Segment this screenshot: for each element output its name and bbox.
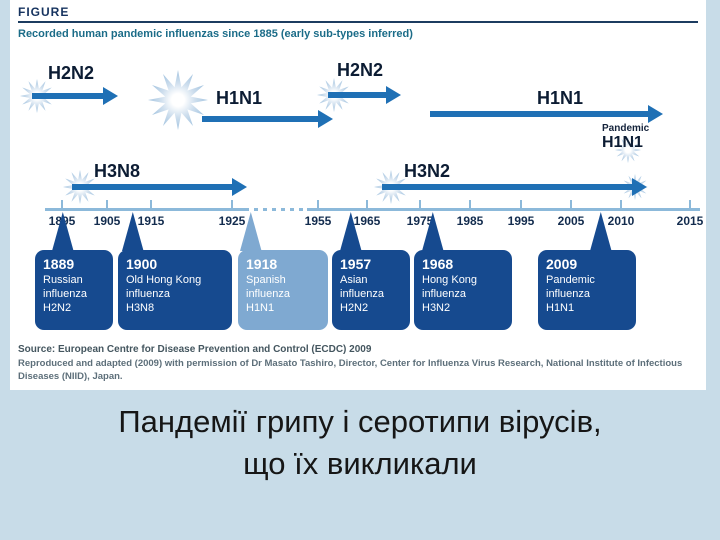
axis-tick-2010 [620,200,622,209]
axis-tick-2005 [570,200,572,209]
axis-tick-1985 [469,200,471,209]
arrow-h3n8-head [232,178,247,196]
axis-tick-1925 [231,200,233,209]
callout-1968: 1968 Hong Kong influenza H3N2 [414,250,512,330]
callout-year: 1957 [340,256,372,272]
year-label: 1925 [218,214,246,228]
callout-name: influenza [43,288,88,301]
axis-tick-1895 [61,200,63,209]
arrow-label-h3n8: H3N8 [94,161,141,181]
arrow-h1n1-1977-shaft [430,111,648,117]
callout-year: 1889 [43,256,75,272]
year-label: 1915 [137,214,165,228]
year-label: 2010 [607,214,635,228]
arrow-label-h3n2: H3N2 [404,161,451,181]
source-line-2: Reproduced and adapted (2009) with permi… [18,358,683,382]
year-label: 1955 [304,214,332,228]
arrow-label-h2n2-1889: H2N2 [48,63,95,83]
axis-tick-1905 [106,200,108,209]
arrow-label-h2n2-1957: H2N2 [337,60,384,80]
callout-subtype: H3N2 [422,302,451,315]
callout-2009: 2009 Pandemic influenza H1N1 [538,250,636,330]
arrow-h1n1-1977-head [648,105,663,123]
year-label: 1995 [507,214,535,228]
callout-name: Hong Kong [422,274,478,287]
axis-tick-2015 [689,200,691,209]
callout-name: influenza [246,288,291,301]
caption-line-1: Пандемії грипу і серотипи вірусів, [118,404,602,439]
callout-subtype: H2N2 [340,302,369,315]
callout-year: 1900 [126,256,158,272]
callout-name: influenza [340,288,385,301]
axis-tick-1995 [520,200,522,209]
arrow-h3n2-shaft [382,184,632,190]
year-label: 1985 [456,214,484,228]
arrow-h1n1-1918-shaft [202,116,318,122]
arrow-h3n2-head [632,178,647,196]
axis-tick-1915 [150,200,152,209]
arrow-label-h1n1-1918: H1N1 [216,88,263,108]
year-label: 1975 [406,214,434,228]
callout-1900: 1900 Old Hong Kong influenza H3N8 [118,250,232,330]
callout-name: Spanish [246,274,286,287]
arrow-h2n2-1957-shaft [328,92,386,98]
source-line-1: Source: European Centre for Disease Prev… [18,344,372,355]
callout-name: Asian [340,274,368,287]
callout-year: 1918 [246,256,278,272]
figure-heading: FIGURE [18,5,70,19]
pandemic-prefix-label: Pandemic [602,123,650,134]
year-label: 1965 [353,214,381,228]
callout-subtype: H1N1 [546,302,575,315]
axis-tick-1955 [317,200,319,209]
starburst-1918-icon [148,70,208,130]
year-label: 1905 [93,214,121,228]
callout-name: influenza [126,288,171,301]
figure-panel: FIGURE Recorded human pandemic influenza… [10,0,706,390]
timeline-axis-left [45,208,245,211]
arrow-label-h1n1-1977: H1N1 [537,88,584,108]
callout-1918: 1918 Spanish influenza H1N1 [238,250,328,330]
callout-year: 1968 [422,256,454,272]
axis-tick-1975 [419,200,421,209]
arrow-h3n8-shaft [72,184,232,190]
callout-name: Old Hong Kong [126,274,202,287]
timeline-axis-right [307,208,700,211]
callout-subtype: H1N1 [246,302,275,315]
callout-name: influenza [546,288,591,301]
year-label: 2005 [557,214,585,228]
callout-name: Russian [43,274,83,287]
callout-1889: 1889 Russian influenza H2N2 [35,250,113,330]
callout-name: Pandemic [546,274,595,287]
figure-heading-rule [18,21,698,23]
arrow-h1n1-1918-head [318,110,333,128]
axis-tick-1965 [366,200,368,209]
callout-subtype: H2N2 [43,302,72,315]
arrow-label-pandemic-h1n1: H1N1 [602,134,643,151]
arrow-h2n2-1889-shaft [32,93,104,99]
arrow-h2n2-1889-head [103,87,118,105]
caption-line-2: що їх викликали [243,446,477,481]
callout-name: influenza [422,288,467,301]
callout-subtype: H3N8 [126,302,155,315]
year-label: 2015 [676,214,704,228]
callout-1957: 1957 Asian influenza H2N2 [332,250,410,330]
timeline-axis-dotted-break [245,208,307,211]
callout-year: 2009 [546,256,578,272]
arrow-h2n2-1957-head [386,86,401,104]
figure-subtitle: Recorded human pandemic influenzas since… [18,28,413,40]
